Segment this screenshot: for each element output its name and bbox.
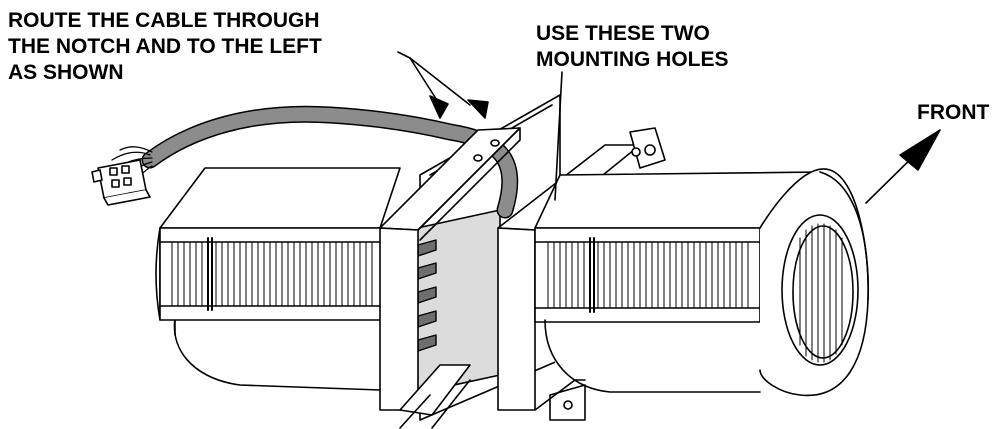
cable-route-line-1: ROUTE THE CABLE THROUGH xyxy=(8,9,320,32)
right-blower xyxy=(534,168,870,421)
mounting-holes-line-2: MOUNTING HOLES xyxy=(536,48,729,71)
bottom-rails xyxy=(399,364,586,429)
front-label: FRONT xyxy=(917,101,990,124)
cable-route-line-3: AS SHOWN xyxy=(8,61,124,84)
left-blower xyxy=(155,167,401,395)
mounting-holes-leader xyxy=(554,71,563,201)
mounting-holes-callout: USE THESE TWO MOUNTING HOLES xyxy=(536,21,729,73)
cable-route-callout: ROUTE THE CABLE THROUGH THE NOTCH AND TO… xyxy=(8,8,322,86)
cable-route-line-2: THE NOTCH AND TO THE LEFT xyxy=(8,35,322,58)
wiring-cable xyxy=(91,105,519,219)
cable-callout-leaders xyxy=(397,51,489,119)
mounting-holes-line-1: USE THESE TWO xyxy=(536,22,710,45)
front-arrow xyxy=(865,129,941,204)
